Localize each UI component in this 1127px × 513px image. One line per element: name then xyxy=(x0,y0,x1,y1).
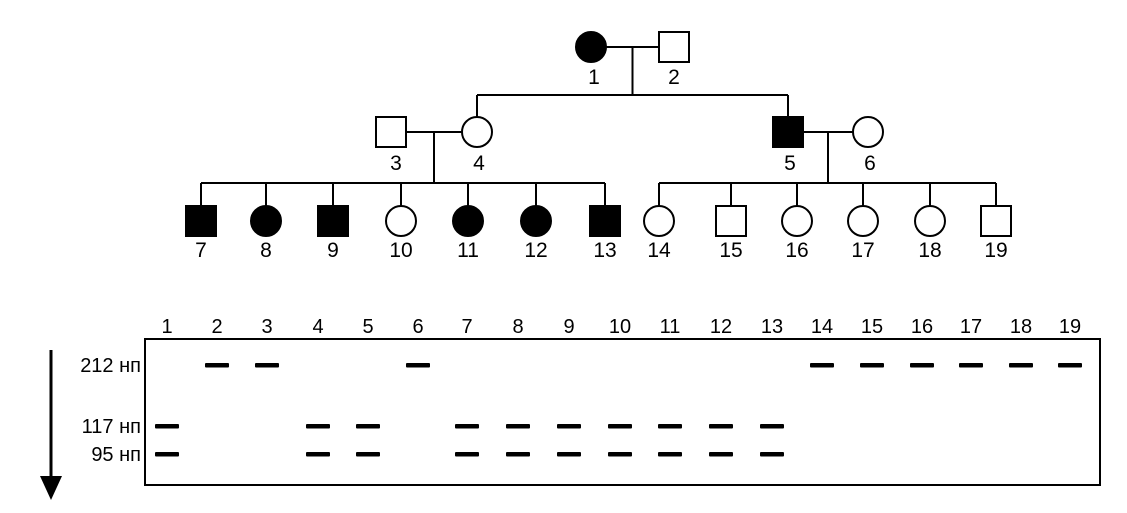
band-lane-12 xyxy=(709,424,733,429)
band-lane-8 xyxy=(506,424,530,429)
band-size-label: 117 нп xyxy=(82,416,141,438)
individual-number-18: 18 xyxy=(918,239,941,262)
lane-number-4: 4 xyxy=(312,316,323,338)
individual-number-3: 3 xyxy=(390,152,402,175)
individual-number-11: 11 xyxy=(457,239,479,262)
lane-number-15: 15 xyxy=(861,316,883,338)
lane-number-7: 7 xyxy=(461,316,472,338)
band-lane-7 xyxy=(455,424,479,429)
unaffected-male-square-3 xyxy=(375,116,407,148)
lane-number-14: 14 xyxy=(811,316,833,338)
unaffected-female-circle-6 xyxy=(852,116,884,148)
affected-female-circle-12 xyxy=(520,205,552,237)
individual-number-8: 8 xyxy=(260,239,272,262)
unaffected-female-circle-18 xyxy=(914,205,946,237)
individual-number-1: 1 xyxy=(588,66,600,89)
band-lane-4 xyxy=(306,452,330,457)
band-lane-10 xyxy=(608,424,632,429)
lane-number-3: 3 xyxy=(261,316,272,338)
individual-number-15: 15 xyxy=(719,239,742,262)
band-lane-8 xyxy=(506,452,530,457)
band-lane-12 xyxy=(709,452,733,457)
band-lane-13 xyxy=(760,424,784,429)
individual-number-13: 13 xyxy=(593,239,616,262)
individual-number-14: 14 xyxy=(647,239,671,262)
lane-number-19: 19 xyxy=(1059,316,1081,338)
unaffected-male-square-15 xyxy=(715,205,747,237)
individual-number-9: 9 xyxy=(327,239,339,262)
band-lane-17 xyxy=(959,363,983,368)
individual-number-10: 10 xyxy=(389,239,412,262)
affected-male-square-7 xyxy=(185,205,217,237)
band-lane-13 xyxy=(760,452,784,457)
band-size-label: 95 нп xyxy=(91,444,141,466)
affected-female-circle-1 xyxy=(575,31,607,63)
individual-number-6: 6 xyxy=(864,152,876,175)
lane-number-2: 2 xyxy=(211,316,222,338)
lane-number-17: 17 xyxy=(960,316,982,338)
band-lane-15 xyxy=(860,363,884,368)
band-lane-3 xyxy=(255,363,279,368)
lane-number-5: 5 xyxy=(362,316,373,338)
individual-number-5: 5 xyxy=(784,152,796,175)
band-lane-16 xyxy=(910,363,934,368)
lane-number-16: 16 xyxy=(911,316,933,338)
individual-number-2: 2 xyxy=(668,66,680,89)
individual-number-19: 19 xyxy=(984,239,1007,262)
lane-number-9: 9 xyxy=(563,316,574,338)
band-lane-1 xyxy=(155,424,179,429)
unaffected-female-circle-4 xyxy=(461,116,493,148)
band-lane-4 xyxy=(306,424,330,429)
affected-male-square-13 xyxy=(589,205,621,237)
affected-male-square-5 xyxy=(772,116,804,148)
gel-frame xyxy=(144,338,1101,486)
unaffected-female-circle-16 xyxy=(781,205,813,237)
band-lane-5 xyxy=(356,424,380,429)
unaffected-male-square-2 xyxy=(658,31,690,63)
band-lane-5 xyxy=(356,452,380,457)
band-lane-18 xyxy=(1009,363,1033,368)
band-lane-11 xyxy=(658,424,682,429)
band-lane-2 xyxy=(205,363,229,368)
lane-number-6: 6 xyxy=(412,316,423,338)
band-lane-7 xyxy=(455,452,479,457)
individual-number-4: 4 xyxy=(473,152,485,175)
band-lane-19 xyxy=(1058,363,1082,368)
lane-number-12: 12 xyxy=(710,316,732,338)
lane-number-13: 13 xyxy=(761,316,783,338)
migration-arrow-head xyxy=(40,476,62,500)
affected-female-circle-11 xyxy=(452,205,484,237)
unaffected-male-square-19 xyxy=(980,205,1012,237)
individual-number-7: 7 xyxy=(195,239,207,262)
lane-number-10: 10 xyxy=(609,316,631,338)
band-lane-1 xyxy=(155,452,179,457)
unaffected-female-circle-10 xyxy=(385,205,417,237)
individual-number-17: 17 xyxy=(851,239,874,262)
individual-number-12: 12 xyxy=(524,239,547,262)
band-lane-9 xyxy=(557,424,581,429)
band-lane-6 xyxy=(406,363,430,368)
affected-male-square-9 xyxy=(317,205,349,237)
unaffected-female-circle-14 xyxy=(643,205,675,237)
lane-number-8: 8 xyxy=(512,316,523,338)
lane-number-1: 1 xyxy=(161,316,172,338)
individual-number-16: 16 xyxy=(785,239,808,262)
band-lane-10 xyxy=(608,452,632,457)
lane-number-18: 18 xyxy=(1010,316,1032,338)
band-lane-14 xyxy=(810,363,834,368)
lane-number-11: 11 xyxy=(660,316,681,338)
unaffected-female-circle-17 xyxy=(847,205,879,237)
band-size-label: 212 нп xyxy=(80,355,141,377)
band-lane-11 xyxy=(658,452,682,457)
affected-female-circle-8 xyxy=(250,205,282,237)
band-lane-9 xyxy=(557,452,581,457)
